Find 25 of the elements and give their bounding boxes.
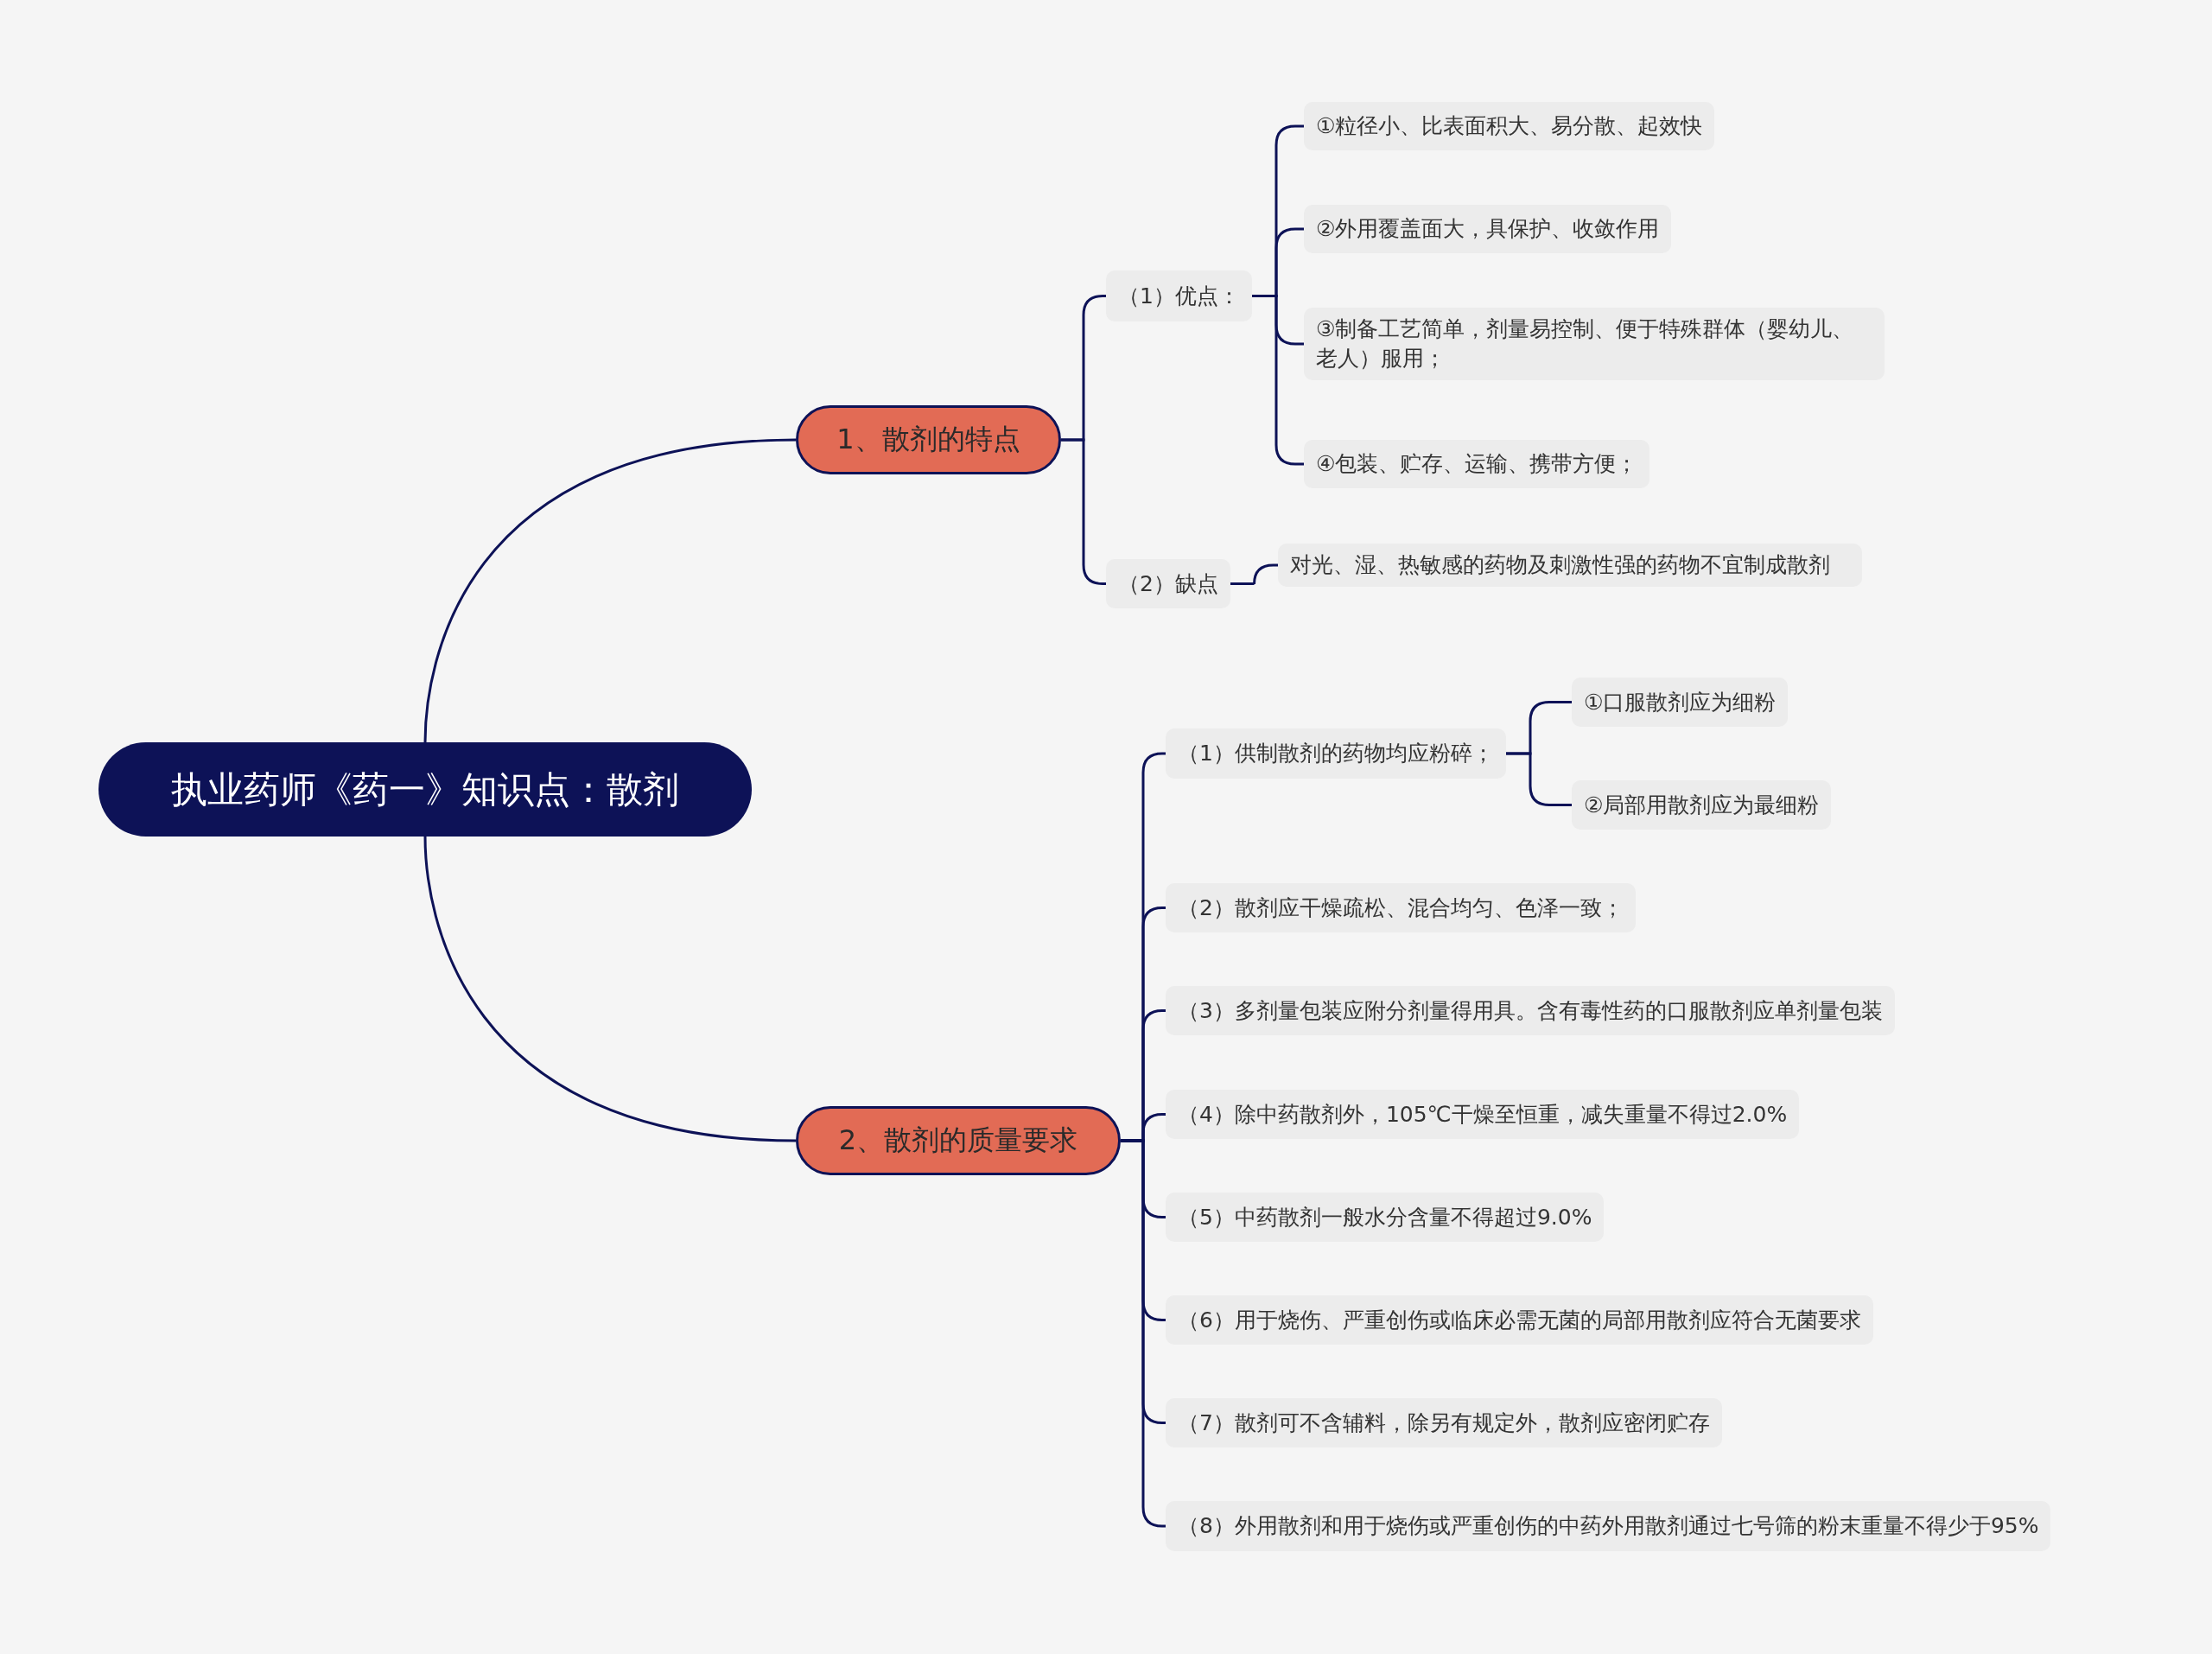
- subtopic-box: （8）外用散剂和用于烧伤或严重创伤的中药外用散剂通过七号筛的粉末重量不得少于95%: [1166, 1501, 2051, 1551]
- subtopic-box: （7）散剂可不含辅料，除另有规定外，散剂应密闭贮存: [1166, 1398, 1722, 1447]
- subtopic-box: （3）多剂量包装应附分剂量得用具。含有毒性药的口服散剂应单剂量包装: [1166, 986, 1895, 1035]
- subtopic-box: ①粒径小、比表面积大、易分散、起效快: [1304, 102, 1715, 150]
- subtopic-box: （2）缺点: [1106, 559, 1230, 608]
- subtopic-box: （2）散剂应干燥疏松、混合均匀、色泽一致；: [1166, 883, 1636, 932]
- subtopic-box: （6）用于烧伤、严重创伤或临床必需无菌的局部用散剂应符合无菌要求: [1166, 1295, 1873, 1345]
- subtopic-box: （1）供制散剂的药物均应粉碎；: [1166, 728, 1506, 779]
- subtopic-box: ②外用覆盖面大，具保护、收敛作用: [1304, 205, 1672, 253]
- subtopic-box: ④包装、贮存、运输、携带方便；: [1304, 440, 1650, 488]
- root-topic: 执业药师《药一》知识点：散剂: [99, 742, 752, 837]
- connector-line: [1506, 752, 1572, 806]
- subtopic-box: ②局部用散剂应为最细粉: [1572, 780, 1832, 830]
- connector-line: [423, 438, 797, 743]
- subtopic-box: ①口服散剂应为细粉: [1572, 678, 1789, 727]
- branch-topic: 2、散剂的质量要求: [796, 1106, 1121, 1175]
- connector-line: [423, 836, 797, 1142]
- branch-topic: 1、散剂的特点: [796, 405, 1061, 474]
- connector-line: [1230, 563, 1278, 586]
- connector-line: [1121, 1139, 1166, 1528]
- subtopic-box: ③制备工艺简单，剂量易控制、便于特殊群体（婴幼儿、老人）服用；: [1304, 308, 1885, 380]
- subtopic-box: 对光、湿、热敏感的药物及刺激性强的药物不宜制成散剂: [1278, 544, 1862, 587]
- subtopic-box: （1）优点：: [1106, 270, 1252, 321]
- subtopic-box: （5）中药散剂一般水分含量不得超过9.0%: [1166, 1193, 1605, 1242]
- subtopic-box: （4）除中药散剂外，105℃干燥至恒重，减失重量不得过2.0%: [1166, 1090, 1800, 1139]
